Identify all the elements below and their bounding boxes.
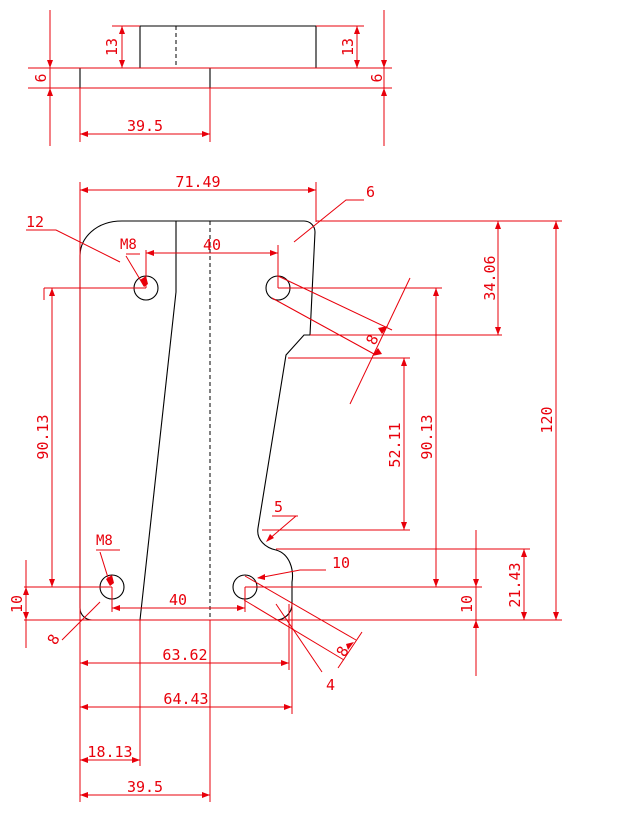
dim-thread-bottom: M8: [96, 533, 113, 549]
dim-line-slot-8-upper: [349, 277, 411, 405]
ext-slot-8-upper-b: [271, 297, 375, 355]
arrow: [354, 26, 360, 34]
arrow: [47, 88, 53, 96]
dim-39-5-bottom: 39.5: [127, 778, 163, 796]
leader-r6: [293, 199, 364, 243]
arrow: [553, 612, 559, 620]
taper-edge: [139, 291, 177, 621]
dim-10-right: 10: [458, 595, 476, 613]
dim-63-62: 63.62: [162, 646, 207, 664]
arrow: [381, 60, 387, 68]
arrow: [49, 288, 55, 296]
arrow: [521, 612, 527, 620]
dim-34-06: 34.06: [481, 255, 499, 300]
dim-line-slot-8-lower: [337, 631, 363, 669]
arrow: [80, 704, 88, 710]
top-view-extension-lines: [28, 10, 392, 146]
arrow: [433, 288, 439, 296]
dim-radius-4: 4: [326, 676, 335, 694]
arrow: [281, 660, 289, 666]
arrow: [237, 605, 245, 611]
dim-top-13-left: 13: [103, 38, 121, 56]
arrow: [308, 187, 316, 193]
arrow: [473, 620, 479, 628]
dim-18-13: 18.13: [87, 743, 132, 761]
arrow: [266, 534, 274, 542]
arrow: [381, 88, 387, 96]
arrow: [401, 522, 407, 530]
dim-radius-10: 10: [332, 554, 350, 572]
arrow: [372, 348, 382, 356]
front-view-outline: [79, 220, 316, 621]
leader-r8: [61, 601, 101, 641]
arrow: [284, 704, 292, 710]
arrow: [132, 757, 140, 763]
arrow: [202, 131, 210, 137]
arrow: [80, 187, 88, 193]
leader-r12: [26, 229, 121, 263]
dim-top-6-left: 6: [32, 73, 50, 82]
leader-m8-top: [125, 255, 145, 287]
arrow: [378, 326, 388, 334]
arrow: [119, 60, 125, 68]
dim-90-13-right: 90.13: [418, 414, 436, 459]
dim-40-top: 40: [203, 236, 221, 254]
arrow: [80, 660, 88, 666]
leader-r10: [257, 569, 326, 579]
dim-slot-8-upper: 8: [362, 332, 382, 348]
dim-radius-12: 12: [26, 213, 44, 231]
arrow: [495, 221, 501, 229]
dim-90-13-left: 90.13: [34, 414, 52, 459]
arrow: [346, 642, 354, 650]
arrow: [270, 250, 278, 256]
dim-71-49: 71.49: [175, 173, 220, 191]
dim-52-11: 52.11: [386, 422, 404, 467]
dim-top-39-5: 39.5: [127, 117, 163, 135]
dim-top-13-right: 13: [339, 38, 357, 56]
arrow: [354, 60, 360, 68]
front-view-extension-lines: [24, 182, 562, 802]
top-view: 13 13 6 6 39.5: [28, 10, 392, 146]
dim-10-left: 10: [8, 595, 26, 613]
dim-40-bottom: 40: [169, 591, 187, 609]
arrow: [521, 549, 527, 557]
leader-r5: [267, 515, 297, 541]
ext-slot-8-lower-a: [244, 575, 357, 641]
leader-r4: [275, 603, 323, 673]
arrow: [119, 26, 125, 34]
arrow: [80, 757, 88, 763]
dim-21-43: 21.43: [506, 562, 524, 607]
dim-120: 120: [538, 406, 556, 433]
arrow: [49, 579, 55, 587]
arrow: [80, 792, 88, 798]
dim-top-6-right: 6: [368, 73, 386, 82]
arrow: [112, 605, 120, 611]
arrow: [401, 358, 407, 366]
arrow: [553, 221, 559, 229]
arrow: [146, 250, 154, 256]
dim-thread-top: M8: [120, 237, 137, 253]
dim-radius-6: 6: [366, 183, 375, 201]
arrow: [47, 60, 53, 68]
arrow: [495, 327, 501, 335]
leader-m8-bottom: [99, 551, 111, 585]
arrow: [473, 579, 479, 587]
arrow: [257, 574, 265, 580]
arrow: [433, 579, 439, 587]
dim-radius-5: 5: [274, 498, 283, 516]
arrow: [80, 131, 88, 137]
front-view: 71.49 6 12 M8 40 34.06 120 8: [8, 173, 562, 802]
arrow: [202, 792, 210, 798]
dim-radius-8: 8: [44, 631, 64, 648]
dim-64-43: 64.43: [163, 690, 208, 708]
ext-slot-8-upper-a: [277, 275, 393, 331]
